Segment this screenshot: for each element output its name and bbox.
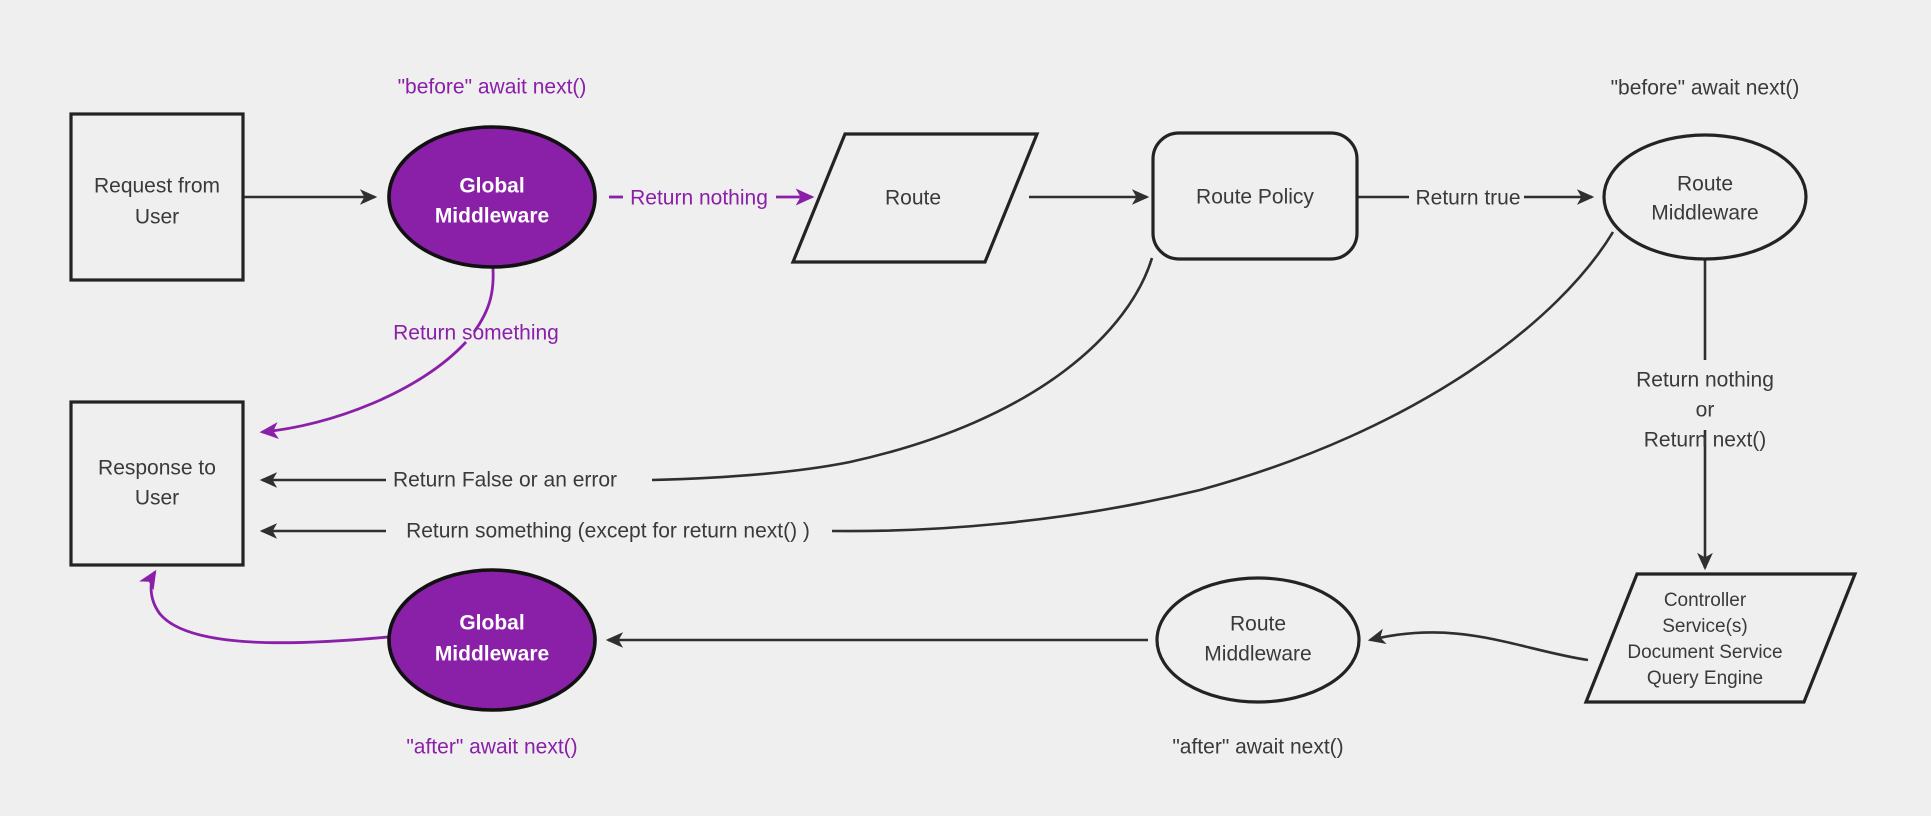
node-route[interactable]: Route <box>790 132 1040 264</box>
annotation-route-middleware-return-line2: or <box>1696 399 1715 422</box>
controller-parallelogram[interactable] <box>1583 572 1858 704</box>
node-route-middleware-top[interactable]: Route Middleware <box>1602 133 1808 261</box>
route-middleware-top-ellipse[interactable] <box>1602 133 1808 261</box>
edge-route-middleware-to-response: Return something (except for return next… <box>259 231 1615 543</box>
request-label-line2: User <box>135 206 179 229</box>
route-middleware-top-label-line1: Route <box>1677 173 1733 196</box>
request-label-line1: Request from <box>94 175 220 198</box>
annotation-before-global-middleware: "before" await next() <box>398 76 587 99</box>
node-request-from-user[interactable]: Request from User <box>69 112 245 282</box>
response-box[interactable] <box>69 400 245 567</box>
global-middleware-top-label-line2: Middleware <box>435 205 549 228</box>
route-policy-box[interactable] <box>1151 131 1359 261</box>
edge-global-middleware-bottom-to-response <box>139 569 389 645</box>
annotation-route-middleware-return-line1: Return nothing <box>1636 369 1774 392</box>
response-label-line2: User <box>135 487 179 510</box>
node-controller-services[interactable]: Controller Service(s) Document Service Q… <box>1583 572 1858 704</box>
global-middleware-bottom-label-line1: Global <box>459 612 524 635</box>
annotation-after-global-middleware: "after" await next() <box>406 736 577 759</box>
edge-label-return-false-or-error: Return False or an error <box>393 469 617 492</box>
edge-label-return-something-except: Return something (except for return next… <box>406 520 810 543</box>
node-route-middleware-bottom[interactable]: Route Middleware <box>1155 576 1361 704</box>
edge-label-return-something: Return something <box>393 322 559 345</box>
route-middleware-bottom-label-line1: Route <box>1230 613 1286 636</box>
global-middleware-top-ellipse[interactable] <box>387 125 597 269</box>
route-middleware-bottom-label-line2: Middleware <box>1204 643 1311 666</box>
route-policy-label: Route Policy <box>1196 186 1314 209</box>
response-label-line1: Response to <box>98 457 216 480</box>
annotation-before-route-middleware: "before" await next() <box>1611 77 1800 100</box>
annotation-after-route-middleware: "after" await next() <box>1172 736 1343 759</box>
edge-controller-to-route-middleware-bottom <box>1367 628 1589 662</box>
annotation-route-middleware-return-line3: Return next() <box>1644 429 1767 452</box>
route-middleware-top-label-line2: Middleware <box>1651 202 1758 225</box>
global-middleware-bottom-ellipse[interactable] <box>387 568 597 712</box>
route-label: Route <box>885 187 941 210</box>
request-box[interactable] <box>69 112 245 282</box>
node-response-to-user[interactable]: Response to User <box>69 400 245 567</box>
edge-label-return-nothing: Return nothing <box>630 187 768 210</box>
edge-global-middleware-to-route: Return nothing <box>609 187 815 210</box>
controller-label-line4: Query Engine <box>1647 668 1763 689</box>
controller-label-line2: Service(s) <box>1662 616 1748 637</box>
edge-route-policy-to-route-middleware: Return true <box>1357 187 1595 210</box>
edge-global-middleware-to-response: Return something <box>259 256 559 440</box>
controller-label-line3: Document Service <box>1627 642 1782 663</box>
node-global-middleware-top[interactable]: Global Middleware <box>387 125 597 269</box>
global-middleware-bottom-label-line2: Middleware <box>435 643 549 666</box>
route-parallelogram[interactable] <box>790 132 1040 264</box>
node-route-policy[interactable]: Route Policy <box>1151 131 1359 261</box>
route-middleware-bottom-ellipse[interactable] <box>1155 576 1361 704</box>
global-middleware-top-label-line1: Global <box>459 175 524 198</box>
edge-route-policy-to-response: Return False or an error <box>259 257 1154 492</box>
edge-label-return-true: Return true <box>1415 187 1520 210</box>
controller-label-line1: Controller <box>1664 590 1747 611</box>
node-global-middleware-bottom[interactable]: Global Middleware <box>387 568 597 712</box>
